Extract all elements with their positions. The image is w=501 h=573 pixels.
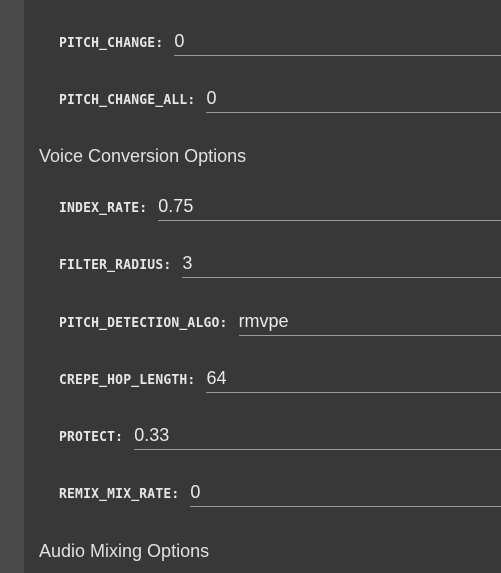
- pitch-change-field-wrap: [174, 23, 501, 63]
- protect-field-wrap: [134, 417, 501, 457]
- param-row-crepe-hop-length: CREPE_HOP_LENGTH:: [59, 360, 501, 400]
- index-rate-label: INDEX_RATE:: [59, 200, 148, 216]
- index-rate-field-wrap: [158, 188, 501, 228]
- crepe-hop-length-input[interactable]: [206, 367, 501, 393]
- param-row-remix-mix-rate: REMIX_MIX_RATE:: [59, 474, 501, 514]
- filter-radius-input[interactable]: [182, 252, 501, 278]
- remix-mix-rate-input[interactable]: [190, 481, 501, 507]
- section-title-audio-mixing: Audio Mixing Options: [39, 541, 210, 561]
- pitch-detection-algo-label: PITCH_DETECTION_ALGO:: [59, 315, 228, 331]
- filter-radius-label: FILTER_RADIUS:: [59, 257, 172, 273]
- crepe-hop-length-label: CREPE_HOP_LENGTH:: [59, 372, 196, 388]
- param-row-protect: PROTECT:: [59, 417, 501, 457]
- protect-label: PROTECT:: [59, 429, 124, 445]
- pitch-change-all-input[interactable]: [206, 87, 501, 113]
- remix-mix-rate-label: REMIX_MIX_RATE:: [59, 486, 180, 502]
- param-row-pitch-change: PITCH_CHANGE:: [59, 23, 501, 63]
- crepe-hop-length-field-wrap: [206, 360, 501, 400]
- param-row-filter-radius: FILTER_RADIUS:: [59, 245, 501, 285]
- index-rate-input[interactable]: [158, 195, 501, 221]
- pitch-change-all-label: PITCH_CHANGE_ALL:: [59, 92, 196, 108]
- pitch-change-label: PITCH_CHANGE:: [59, 35, 164, 51]
- pitch-detection-algo-field-wrap: [238, 303, 501, 343]
- protect-input[interactable]: [134, 424, 501, 450]
- remix-mix-rate-field-wrap: [190, 474, 501, 514]
- param-row-pitch-change-all: PITCH_CHANGE_ALL:: [59, 80, 501, 120]
- pitch-change-input[interactable]: [174, 30, 501, 56]
- filter-radius-field-wrap: [182, 245, 501, 285]
- left-gutter: [0, 0, 24, 573]
- param-row-pitch-detection-algo: PITCH_DETECTION_ALGO:: [59, 303, 501, 343]
- pitch-change-all-field-wrap: [206, 80, 501, 120]
- section-title-voice-conversion: Voice Conversion Options: [39, 146, 247, 166]
- param-row-index-rate: INDEX_RATE:: [59, 188, 501, 228]
- pitch-detection-algo-input[interactable]: [238, 310, 501, 336]
